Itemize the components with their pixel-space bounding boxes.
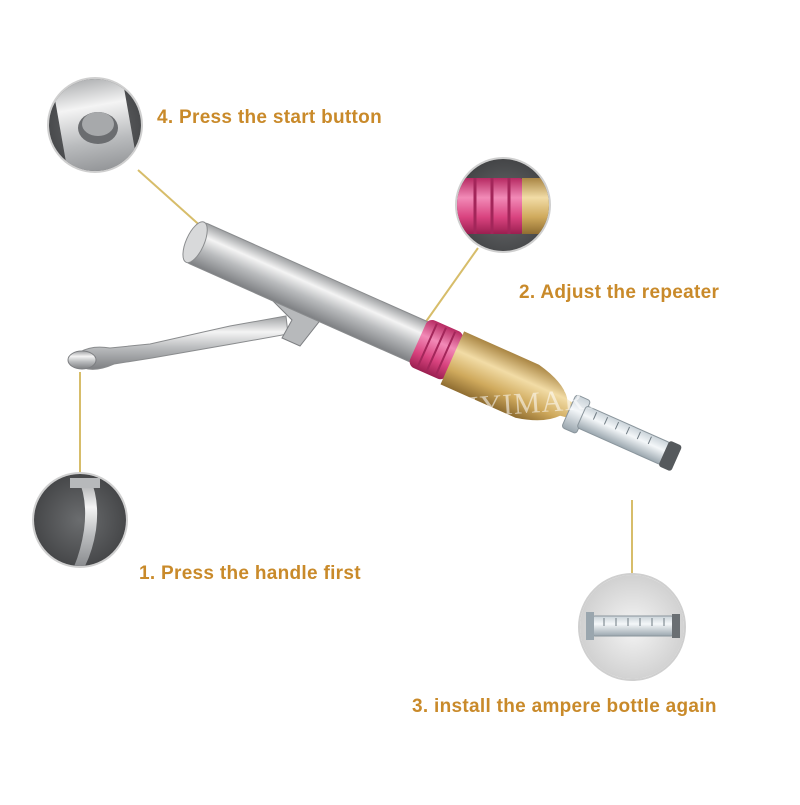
step-4-label: 4. Press the start button	[157, 107, 382, 128]
step-3-label: 3. install the ampere bottle again	[412, 696, 717, 717]
leader-line-2	[419, 247, 479, 331]
gold-body	[440, 331, 578, 421]
barrel-end-cap	[182, 221, 208, 264]
ampoule-cap	[659, 441, 682, 471]
leader-line-4	[137, 169, 206, 231]
handle-tip	[67, 350, 97, 370]
step-2-label: 2. Adjust the repeater	[519, 282, 720, 303]
callout-handle-photo	[32, 472, 128, 568]
step-1-label: 1. Press the handle first	[139, 563, 361, 584]
leader-lines	[79, 169, 633, 573]
handle-lever	[79, 315, 289, 370]
hyaluron-pen-device	[67, 221, 682, 471]
callout-start-button-photo	[47, 77, 143, 173]
callout-repeater-photo	[455, 157, 551, 253]
callout-ampoule-photo	[578, 573, 686, 681]
